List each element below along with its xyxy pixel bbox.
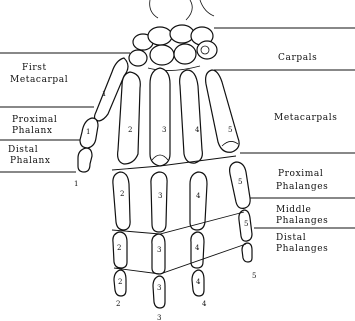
label-distal-phalanx-line2: Phalanx	[10, 156, 51, 166]
num-digit-1: 1	[74, 180, 78, 188]
label-middle-phalanges-line2: Phalanges	[276, 216, 328, 226]
carpal-pisiform	[197, 41, 217, 59]
proximal-phalanx-3	[151, 172, 167, 232]
num-metacarpal-1: 1	[102, 90, 106, 98]
num-middle-2: 2	[117, 244, 121, 252]
label-carpals: Carpals	[278, 53, 317, 63]
num-middle-4: 4	[195, 244, 200, 252]
forearm-bones	[150, 0, 214, 20]
middle-phalanx-3	[152, 234, 165, 274]
carpal-capitate	[150, 45, 174, 65]
num-metacarpal-2: 2	[128, 126, 132, 134]
metacarpal-5	[206, 70, 240, 152]
distal-phalanx-5	[242, 243, 252, 262]
middle-phalanges	[113, 210, 252, 274]
metacarpal-4	[180, 70, 203, 163]
num-digit-5: 5	[252, 272, 256, 280]
thumb-phalanges	[78, 118, 98, 172]
num-digit-2: 2	[116, 300, 120, 308]
thumb-distal-phalanx	[78, 148, 92, 172]
bracket-distal-row	[114, 244, 246, 274]
num-metacarpal-4: 4	[195, 126, 200, 134]
radius-end	[150, 0, 158, 18]
label-first-metacarpal-line2: Metacarpal	[10, 75, 68, 85]
label-proximal-phalanx-line1: Proximal	[12, 115, 57, 125]
label-proximal-phalanges-line1: Proximal	[278, 169, 323, 179]
carpal-lunate	[170, 25, 194, 43]
label-proximal-phalanx-line2: Phalanx	[12, 126, 53, 136]
num-distal-4: 4	[196, 278, 201, 286]
num-middle-5: 5	[244, 220, 248, 228]
proximal-phalanges	[113, 162, 250, 232]
metacarpal-3	[150, 68, 170, 166]
metacarpal-bones	[95, 58, 240, 166]
metacarpal-2	[118, 72, 141, 164]
num-proximal-5: 5	[238, 178, 242, 186]
carpal-bones	[129, 25, 217, 71]
num-proximal-4: 4	[196, 192, 201, 200]
label-first-metacarpal-line1: First	[22, 63, 47, 73]
distal-phalanges	[114, 243, 252, 308]
num-middle-3: 3	[157, 246, 161, 254]
num-metacarpal-5: 5	[228, 126, 232, 134]
label-middle-phalanges-line1: Middle	[276, 205, 311, 215]
distal-phalanx-3	[153, 276, 165, 308]
num-thumb-proximal: 1	[86, 128, 90, 136]
carpal-scaphoid	[148, 27, 172, 45]
ulna-end	[186, 0, 192, 20]
carpal-trapezoid	[129, 50, 147, 66]
carpal-hamate	[174, 44, 196, 64]
bracket-middle-row	[112, 212, 244, 234]
proximal-phalanx-2	[113, 172, 130, 230]
proximal-phalanx-4	[190, 172, 207, 230]
num-digit-4: 4	[202, 300, 207, 308]
bracket-lines	[112, 156, 246, 274]
ulna-edge	[200, 0, 214, 16]
label-distal-phalanx-line1: Distal	[8, 145, 38, 155]
label-distal-phalanges-line2: Phalanges	[276, 244, 328, 254]
num-digit-3: 3	[157, 314, 161, 321]
num-distal-2: 2	[118, 278, 122, 286]
num-distal-3: 3	[157, 284, 161, 292]
label-metacarpals: Metacarpals	[274, 113, 337, 123]
num-proximal-3: 3	[158, 192, 162, 200]
label-proximal-phalanges-line2: Phalanges	[276, 182, 328, 192]
label-distal-phalanges-line1: Distal	[276, 233, 306, 243]
num-proximal-2: 2	[120, 190, 124, 198]
num-metacarpal-3: 3	[162, 126, 166, 134]
